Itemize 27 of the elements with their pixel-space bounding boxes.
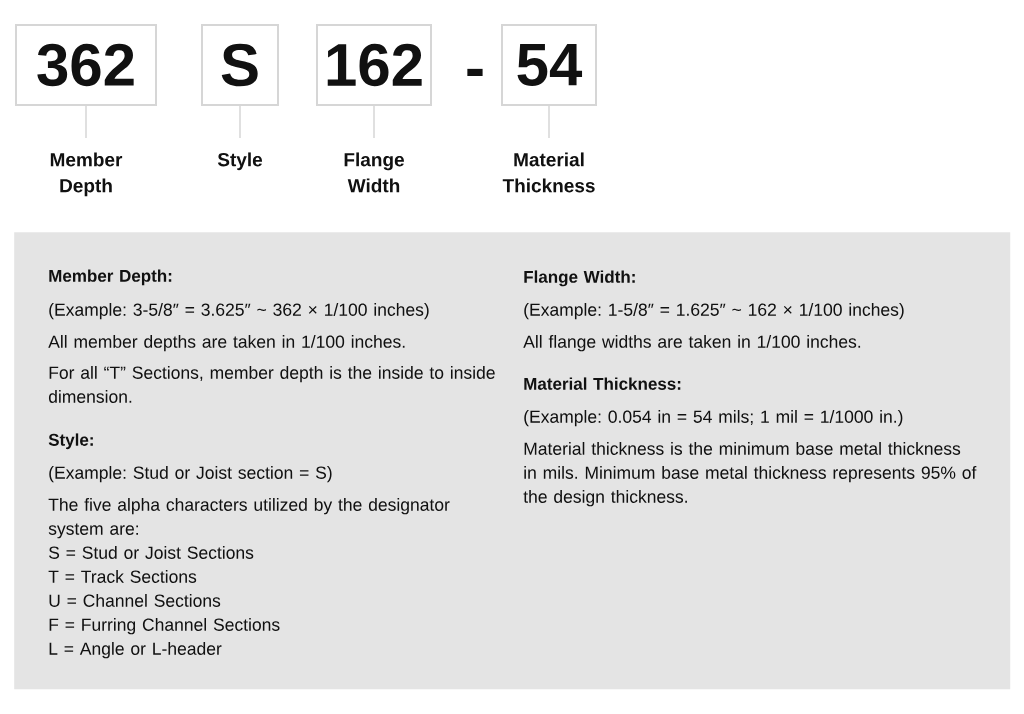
body-text: U = Channel Sections bbox=[49, 594, 221, 607]
body-text: (Example: 1-5/8″ = 1.625″ ~ 162 × 1/100 inches) bbox=[524, 303, 904, 320]
code-box: 362 bbox=[15, 24, 157, 106]
field-label: Member Depth bbox=[50, 152, 123, 197]
hyphen: - bbox=[467, 68, 483, 76]
body-text: (Example: Stud or Joist section = S) bbox=[49, 466, 332, 483]
body-text: All flange widths are taken in 1/100 inches. bbox=[523, 335, 861, 352]
field-label: Style bbox=[217, 152, 263, 171]
code-box: S bbox=[201, 24, 279, 106]
code-box: 54 bbox=[501, 24, 597, 106]
body-text: L = Angle or L-header bbox=[49, 642, 222, 659]
body-text: T = Track Sections bbox=[48, 570, 197, 583]
section-heading: Style: bbox=[48, 433, 93, 450]
body-text: F = Furring Channel Sections bbox=[49, 618, 280, 635]
body-text: S = Stud or Joist Sections bbox=[49, 546, 254, 559]
body-text: (Example: 3-5/8″ = 3.625″ ~ 362 × 1/100 inches) bbox=[49, 303, 429, 320]
body-text: All member depths are taken in 1/100 inches. bbox=[48, 335, 405, 352]
section-heading: Member Depth: bbox=[49, 269, 172, 286]
body-text: The five alpha characters utilized by the designator system are: bbox=[48, 498, 450, 539]
field-label: Flange Width bbox=[344, 152, 404, 193]
body-text: Material thickness is the minimum base metal thickness in mils. Minimum base metal thickness represents 95% of the design thickness. bbox=[523, 442, 977, 507]
body-text: For all “T” Sections, member depth is the inside to inside dimension. bbox=[48, 366, 495, 403]
body-text: (Example: 0.054 in = 54 mils; 1 mil = 1/1000 in.) bbox=[524, 410, 903, 427]
field-label: Material Thickness bbox=[502, 152, 595, 193]
section-heading: Material Thickness: bbox=[524, 377, 681, 390]
section-heading: Flange Width: bbox=[524, 270, 635, 287]
code-box: 162 bbox=[316, 24, 432, 106]
